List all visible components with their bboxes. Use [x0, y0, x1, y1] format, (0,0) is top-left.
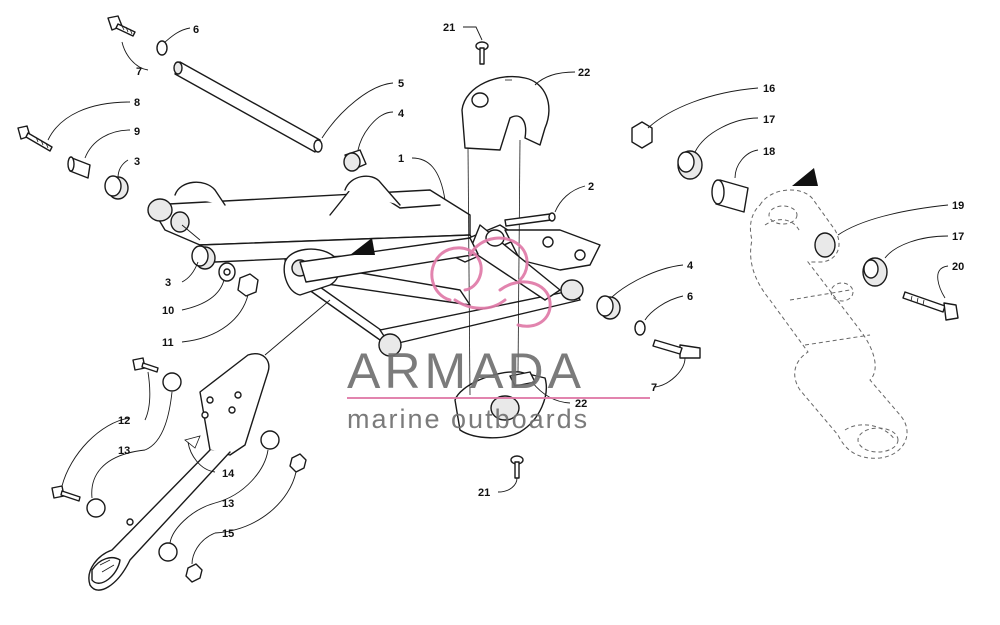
- callout-19: 19: [952, 200, 964, 212]
- callout-6-lower: 6: [687, 291, 693, 303]
- callout-3-lower: 3: [165, 277, 171, 289]
- callout-8: 8: [134, 97, 140, 109]
- washer-13-c: [260, 430, 280, 450]
- bolt-top-left: [107, 15, 136, 37]
- screw-21-bottom: [510, 455, 524, 479]
- bolt-12-top: [132, 357, 159, 373]
- callout-16: 16: [763, 83, 775, 95]
- callout-2: 2: [588, 181, 594, 193]
- callout-9: 9: [134, 126, 140, 138]
- washer-17-upper: [677, 150, 703, 180]
- bolt-7-lower: [652, 339, 701, 359]
- bushing-3-top: [104, 175, 129, 200]
- callout-4-top: 4: [398, 108, 405, 120]
- callout-1: 1: [398, 153, 404, 165]
- bolt-20: [902, 291, 959, 321]
- pivot-shaft: [173, 61, 323, 153]
- shock-absorber-phantom: [749, 189, 908, 459]
- stopper-strap-14: [88, 353, 270, 591]
- callout-5: 5: [398, 78, 404, 90]
- washer-17-lower: [862, 257, 888, 287]
- clamp-22-lower: [454, 371, 547, 439]
- armada-logo-icon: [430, 236, 552, 328]
- callout-6-top: 6: [193, 24, 199, 36]
- watermark: ARMADA marine outboards: [347, 236, 650, 434]
- direction-arrow-left: [350, 238, 375, 255]
- washer-10-hole: [223, 268, 231, 276]
- callout-3-top: 3: [134, 156, 140, 168]
- callout-21-top: 21: [443, 22, 455, 34]
- callout-22-lower: 22: [575, 398, 587, 410]
- callout-18: 18: [763, 146, 775, 158]
- callout-4-lower: 4: [687, 260, 694, 272]
- washer-6-top: [156, 40, 168, 56]
- screw-21-top: [475, 41, 489, 65]
- callout-7-top: 7: [136, 66, 142, 78]
- bolt-8: [17, 125, 53, 152]
- swing-arm-frame: [147, 175, 601, 357]
- nut-16: [631, 121, 653, 149]
- callout-labels: 21 22 6 7 5 4 8 9 3 1 2 16 17 18 19 17 2…: [118, 22, 964, 540]
- sleeve-18: [711, 179, 749, 213]
- pin-2: [504, 212, 556, 227]
- bolt-12-bottom: [51, 485, 81, 502]
- leader-lines: [47, 26, 949, 565]
- callout-12: 12: [118, 415, 130, 427]
- callout-17-lower: 17: [952, 231, 964, 243]
- callout-17-top: 17: [763, 114, 775, 126]
- bushing-19: [814, 232, 836, 258]
- callout-13-lower: 13: [222, 498, 234, 510]
- washer-6-lower: [634, 320, 646, 336]
- callout-21-lower: 21: [478, 487, 490, 499]
- bushing-3-lower: [191, 245, 216, 270]
- watermark-rule: [347, 397, 650, 399]
- spacer-9: [67, 156, 91, 179]
- callout-22-top: 22: [578, 67, 590, 79]
- callout-14: 14: [222, 468, 235, 480]
- callout-15: 15: [222, 528, 234, 540]
- bushing-4-top: [343, 149, 367, 172]
- washer-13-b: [86, 498, 106, 518]
- washer-13-d: [158, 542, 178, 562]
- alignment-line: [467, 147, 471, 396]
- nut-15-b: [185, 563, 203, 583]
- bushing-4-lower: [596, 295, 621, 320]
- clamp-22-upper: [461, 75, 550, 151]
- callout-11: 11: [162, 337, 174, 349]
- callout-10: 10: [162, 305, 174, 317]
- watermark-title: ARMADA: [347, 343, 585, 399]
- alignment-line: [517, 139, 521, 373]
- callout-20: 20: [952, 261, 964, 273]
- callout-13-upper: 13: [118, 445, 130, 457]
- direction-arrow-right: [792, 168, 818, 186]
- nut-15-a: [289, 453, 307, 473]
- axle-bracket: [283, 237, 479, 296]
- watermark-subtitle: marine outboards: [347, 404, 589, 434]
- callout-7-lower: 7: [651, 382, 657, 394]
- washer-13-a: [162, 372, 182, 392]
- nut-11: [237, 273, 259, 297]
